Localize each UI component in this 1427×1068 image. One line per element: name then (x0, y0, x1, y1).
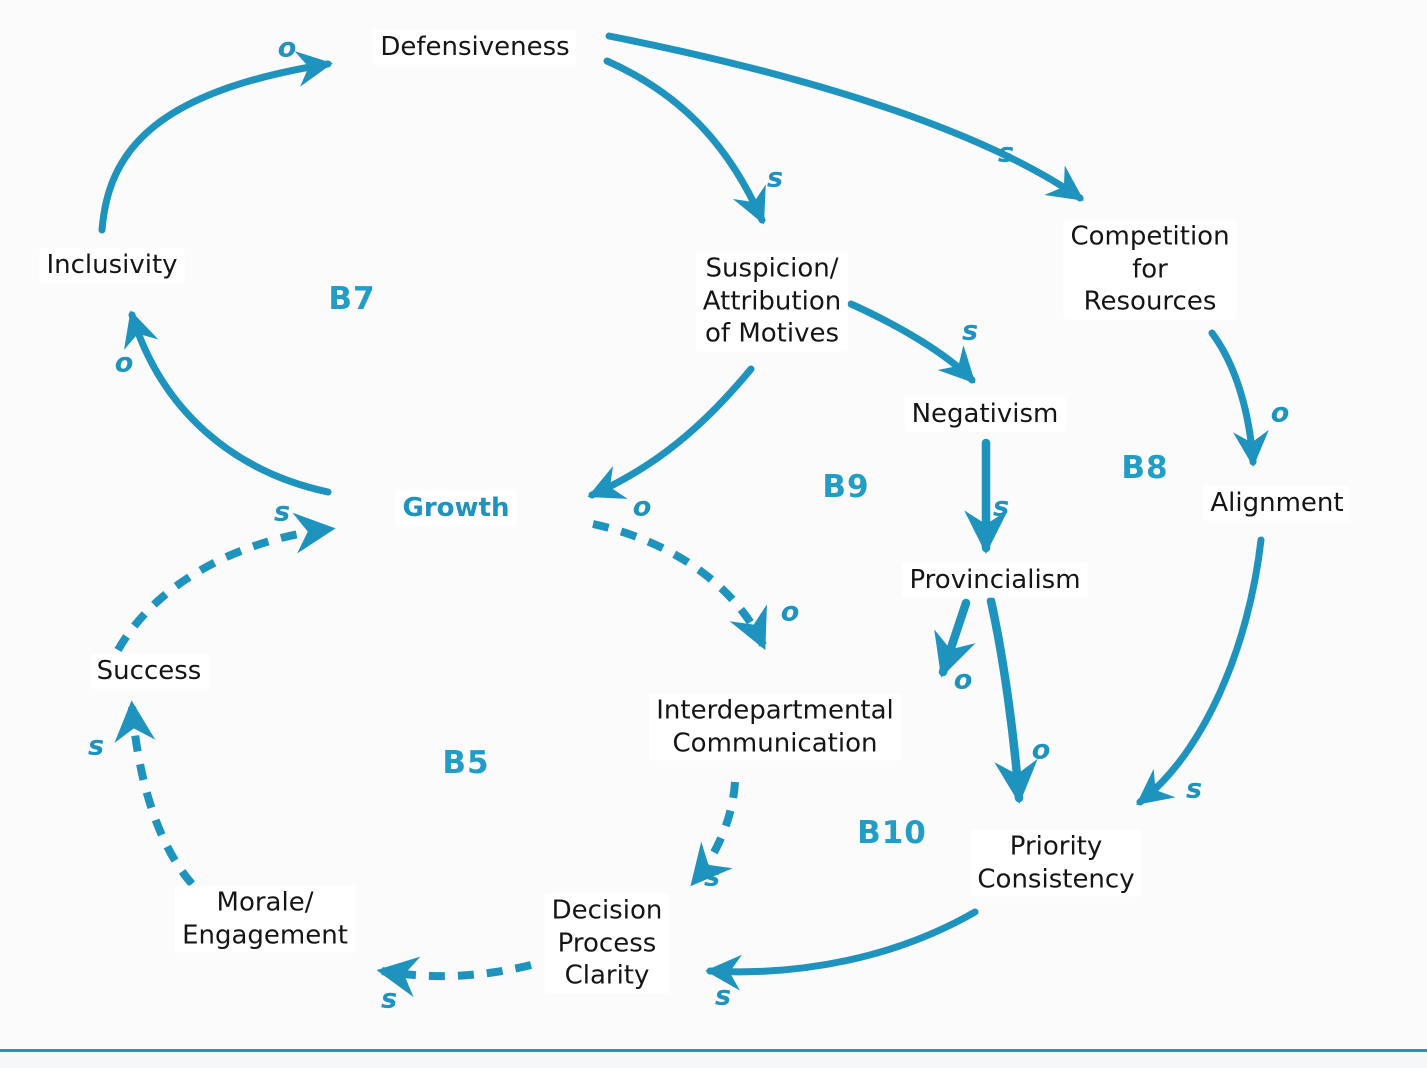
polarity-priority-decision: s (714, 980, 732, 1012)
polarity-suspicion-growth: o (632, 491, 652, 523)
edge-interdepartmental-decision (690, 781, 739, 887)
node-morale: Morale/ Engagement (175, 885, 355, 953)
edge-competition-alignment (1208, 329, 1269, 467)
polarity-suspicion-negativism: s (961, 315, 979, 347)
edge-success-growth (114, 512, 336, 652)
edge-provincialism-interdepartmental (934, 598, 976, 678)
edge-priority-decision (705, 908, 979, 991)
polarity-success-growth: s (273, 496, 291, 528)
polarity-morale-success: s (87, 730, 105, 762)
footer-strip (0, 1052, 1427, 1068)
polarity-negativism-provincialism: s (992, 491, 1010, 523)
node-alignment: Alignment (1203, 485, 1351, 521)
edge-defensiveness-competition (605, 32, 1085, 202)
polarity-decision-morale: s (380, 983, 398, 1015)
node-growth: Growth (395, 490, 517, 526)
divider-line (0, 1049, 1427, 1052)
polarity-defensiveness-competition: s (997, 137, 1015, 169)
edge-provincialism-priority (986, 596, 1038, 804)
polarity-growth-inclusivity: o (114, 347, 134, 379)
edge-alignment-priority (1136, 536, 1265, 806)
loop-label-b5: B5 (442, 745, 490, 781)
node-interdepartmental: Interdepartmental Communication (649, 693, 901, 761)
polarity-provincialism-interdepartmental: o (953, 664, 973, 696)
node-inclusivity: Inclusivity (39, 247, 185, 283)
polarity-growth-interdepartmental: o (780, 596, 800, 628)
node-suspicion: Suspicion/ Attribution of Motives (695, 251, 849, 351)
polarity-inclusivity-defensiveness: o (277, 32, 297, 64)
polarity-defensiveness-suspicion: s (766, 162, 784, 194)
polarity-provincialism-priority: o (1031, 734, 1051, 766)
edge-defensiveness-suspicion (603, 57, 766, 225)
node-priority: Priority Consistency (970, 829, 1142, 897)
edge-growth-interdepartmental (592, 520, 767, 651)
loop-label-b7: B7 (328, 281, 376, 317)
loop-label-b10: B10 (857, 815, 927, 851)
node-provincialism: Provincialism (902, 562, 1088, 598)
edge-decision-morale (376, 956, 532, 998)
node-success: Success (89, 653, 209, 689)
polarity-interdepartmental-decision: s (703, 861, 721, 893)
edge-suspicion-growth (587, 365, 755, 499)
loop-label-b9: B9 (822, 469, 870, 505)
edge-growth-inclusivity (124, 310, 332, 496)
node-competition: Competition for Resources (1063, 219, 1237, 319)
edge-inclusivity-defensiveness (98, 51, 333, 234)
polarity-competition-alignment: o (1270, 397, 1290, 429)
node-decision: Decision Process Clarity (544, 893, 670, 993)
node-defensiveness: Defensiveness (373, 29, 577, 65)
loop-label-b8: B8 (1121, 450, 1169, 486)
node-negativism: Negativism (904, 396, 1066, 432)
polarity-alignment-priority: s (1185, 773, 1203, 805)
edge-suspicion-negativism (847, 300, 976, 384)
edge-morale-success (114, 700, 196, 887)
